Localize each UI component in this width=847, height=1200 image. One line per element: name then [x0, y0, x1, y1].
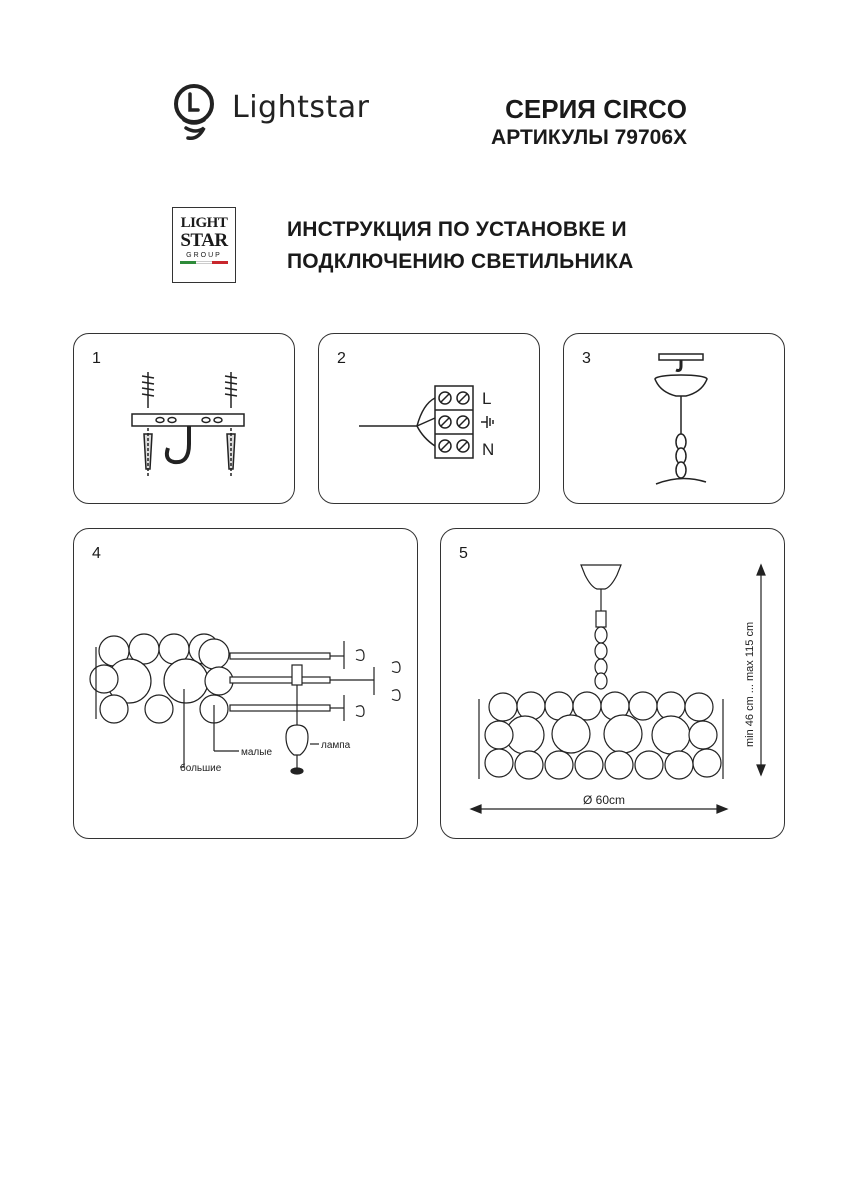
step-number: 5 [459, 545, 468, 562]
step-number: 3 [582, 350, 591, 367]
live-label: L [482, 389, 491, 408]
bulb-icon [174, 84, 214, 141]
screw-icon [391, 661, 401, 674]
screw-icon [141, 372, 238, 408]
lightstar-group-logo: LIGHT STAR GROUP [172, 207, 236, 283]
step-3-panel: 3 [563, 333, 785, 504]
assembly-diagram: малые большие лампа [89, 633, 401, 775]
step-5-panel: 5 Ø 60cm min 46 cm ... max 115 cm [440, 528, 785, 839]
step-1-panel: 1 [73, 333, 295, 504]
mounting-plate-diagram [131, 372, 245, 476]
canopy-hanging-diagram [654, 353, 708, 485]
step-number: 2 [337, 350, 346, 367]
italian-flag-stripe [180, 261, 228, 264]
instruction-title: ИНСТРУКЦИЯ ПО УСТАНОВКЕ И ПОДКЛЮЧЕНИЮ СВ… [287, 214, 634, 278]
instruction-title-line-2: ПОДКЛЮЧЕНИЮ СВЕТИЛЬНИКА [287, 250, 634, 273]
small-spheres-label: малые [241, 747, 272, 758]
instruction-title-line-1: ИНСТРУКЦИЯ ПО УСТАНОВКЕ И [287, 218, 627, 241]
article-numbers: АРТИКУЛЫ 79706X [491, 126, 687, 149]
screw-icon [355, 649, 365, 662]
step-number: 4 [92, 545, 101, 562]
series-name: СЕРИЯ CIRCO [505, 94, 687, 124]
screw-icon [355, 705, 365, 718]
series-title: СЕРИЯ CIRCO АРТИКУЛЫ 79706X [491, 94, 687, 152]
brand-name: Lightstar [232, 90, 370, 125]
neutral-label: N [482, 440, 494, 459]
lamp-label: лампа [321, 740, 351, 751]
step-number: 1 [92, 350, 101, 367]
large-spheres-label: большие [180, 762, 222, 774]
group-logo-line-2: STAR [180, 230, 228, 251]
bulb-icon [285, 724, 309, 756]
step-2-panel: 2 L N [318, 333, 540, 504]
step-4-panel: 4 малые бол [73, 528, 418, 839]
group-logo-line-3: GROUP [186, 252, 222, 259]
group-logo-line-1: LIGHT [180, 215, 228, 231]
wiring-diagram: L N [359, 385, 494, 459]
dimensions-diagram: Ø 60cm min 46 cm ... max 115 cm [469, 563, 766, 814]
diameter-label: Ø 60cm [583, 793, 625, 807]
height-range-label: min 46 cm ... max 115 cm [744, 622, 756, 747]
screw-icon [391, 689, 401, 702]
ground-icon [481, 416, 494, 428]
lightstar-logo: Lightstar [168, 80, 408, 150]
